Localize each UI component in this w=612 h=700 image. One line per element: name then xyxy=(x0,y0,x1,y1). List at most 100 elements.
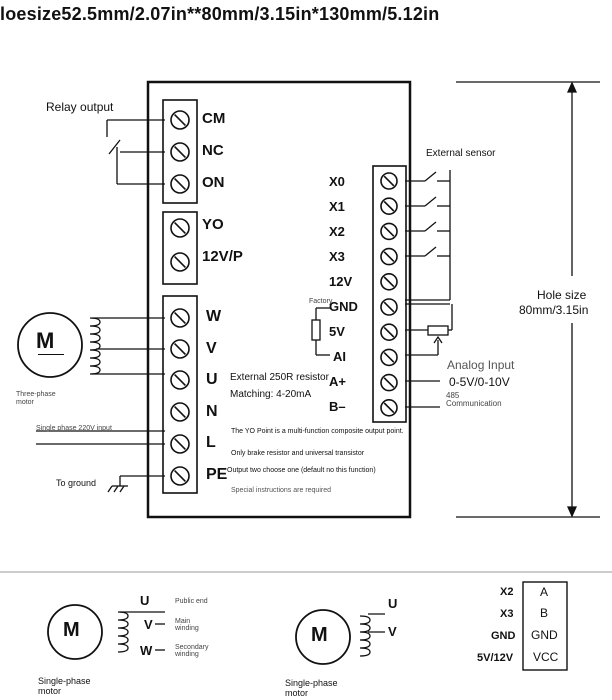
left-mid-1-screw xyxy=(170,252,190,272)
sp-motor-1-terminal-u: U xyxy=(140,593,150,608)
right-3-screw xyxy=(380,247,398,266)
left-bottom-3-screw xyxy=(170,402,190,422)
motor-symbol: M xyxy=(36,328,55,353)
right-8-screw xyxy=(380,373,398,392)
single-phase-input-label: Single phase 220V input xyxy=(36,425,112,432)
terminal-l: L xyxy=(206,434,216,451)
left-top-2-screw-slot xyxy=(174,178,186,190)
terminal-b-minus: B– xyxy=(329,399,346,414)
right-3-screw-slot xyxy=(383,251,395,262)
sp-motor-1-terminal-w: W xyxy=(140,643,153,658)
analog-input-label: Analog Input xyxy=(447,358,515,372)
right-7-screw xyxy=(380,348,398,367)
comm-left-x2: X2 xyxy=(500,586,514,598)
to-ground-label: To ground xyxy=(56,478,97,488)
terminal-x1: X1 xyxy=(329,199,345,214)
comm-left-x3: X3 xyxy=(500,608,514,620)
output-note: Output two choose one (default no this f… xyxy=(227,467,376,474)
terminal-gnd: GND xyxy=(329,299,358,314)
terminal-x0: X0 xyxy=(329,174,345,189)
left-bottom-0-screw-slot xyxy=(174,312,186,324)
hole-size-value: 80mm/3.15in xyxy=(519,303,589,317)
left-top-2-screw xyxy=(170,174,190,194)
terminal-5v: 5V xyxy=(329,324,345,339)
right-2-screw-slot xyxy=(383,226,395,237)
right-4-screw-slot xyxy=(383,276,395,288)
comm-left-vcc: 5V/12V xyxy=(477,652,514,664)
terminal-x2: X2 xyxy=(329,224,345,239)
right-6-screw-slot xyxy=(383,326,395,338)
left-bottom-5-screw xyxy=(170,466,190,486)
left-bottom-1-screw-slot xyxy=(174,343,186,355)
right-5-screw xyxy=(380,298,398,316)
right-1-screw-slot xyxy=(383,200,395,212)
comm-485-label: 485 Communication xyxy=(446,391,502,408)
right-6-screw xyxy=(380,323,398,342)
terminal-12v: 12V xyxy=(329,274,353,289)
terminal-nc: NC xyxy=(202,142,224,159)
terminal-ai: AI xyxy=(333,349,346,364)
sp-motor-2-label: Single-phase motor xyxy=(285,678,338,698)
comm-right-vcc: VCC xyxy=(533,650,559,664)
terminal-w: W xyxy=(206,308,222,325)
comm-right-a: A xyxy=(540,585,549,599)
yo-note: The YO Point is a multi-function composi… xyxy=(231,428,404,435)
matching-label: Matching: 4-20mA xyxy=(230,389,312,400)
motor-underline xyxy=(38,354,64,355)
right-4-screw xyxy=(380,272,398,291)
sp-motor-2-terminal-v: V xyxy=(388,624,397,639)
terminal-on: ON xyxy=(202,174,225,191)
hole-size-label: Hole size xyxy=(537,288,587,302)
main-winding-note: Main winding xyxy=(175,618,199,632)
left-mid-0-screw-slot xyxy=(174,222,186,234)
brake-note: Only brake resistor and universal transi… xyxy=(231,450,365,457)
terminal-n: N xyxy=(206,403,218,420)
comm-right-gnd: GND xyxy=(531,628,558,642)
right-9-screw-slot xyxy=(383,402,395,414)
left-bottom-2-screw xyxy=(170,370,190,390)
terminal-yo: YO xyxy=(202,216,224,233)
secondary-winding-note: Secondary winding xyxy=(175,644,209,658)
left-bottom-3-screw-slot xyxy=(174,406,186,418)
sp-motor-1-terminal-v: V xyxy=(144,617,153,632)
sp-motor-1-symbol: M xyxy=(63,619,80,641)
terminal-cm: CM xyxy=(202,110,226,127)
left-top-1-screw xyxy=(170,142,190,162)
left-bottom-1-screw xyxy=(170,339,190,359)
right-7-screw-slot xyxy=(383,352,395,363)
comm-right-b: B xyxy=(540,606,549,620)
terminal-v: V xyxy=(206,340,217,357)
right-8-screw-slot xyxy=(383,377,395,388)
three-phase-motor-label: Three-phase motor xyxy=(16,391,56,406)
right-0-screw-slot xyxy=(383,175,395,187)
left-top-0-screw xyxy=(170,110,190,130)
left-bottom-5-screw-slot xyxy=(174,470,186,482)
special-note: Special instructions are required xyxy=(231,487,331,494)
sp-motor-2-terminal-u: U xyxy=(388,596,398,611)
left-bottom-2-screw-slot xyxy=(174,374,186,386)
public-end-note: Public end xyxy=(175,598,208,605)
right-0-screw xyxy=(380,172,398,190)
left-bottom-0-screw xyxy=(170,308,190,328)
terminal-pe: PE xyxy=(206,466,228,483)
comm-left-gnd: GND xyxy=(491,630,516,642)
external-sensor-label: External sensor xyxy=(426,148,496,159)
relay-output-label: Relay output xyxy=(46,100,114,114)
page-title: loesize52.5mm/2.07in**80mm/3.15in*130mm/… xyxy=(0,4,440,24)
left-bottom-4-screw-slot xyxy=(174,438,186,450)
terminal-a-plus: A+ xyxy=(329,374,346,389)
right-1-screw xyxy=(380,197,398,215)
terminal-12vp: 12V/P xyxy=(202,248,243,265)
factory-label: Factory xyxy=(309,298,333,305)
terminal-x3: X3 xyxy=(329,249,345,264)
left-bottom-4-screw xyxy=(170,434,190,454)
sp-motor-1-label: Single-phase motor xyxy=(38,676,91,696)
terminal-u: U xyxy=(206,371,218,388)
left-mid-0-screw xyxy=(170,218,190,238)
left-top-1-screw-slot xyxy=(174,146,186,158)
right-2-screw xyxy=(380,222,398,241)
external-resistor-label: External 250R resistor xyxy=(230,372,329,383)
analog-range-label: 0-5V/0-10V xyxy=(449,375,510,389)
sp-motor-2-symbol: M xyxy=(311,624,328,646)
